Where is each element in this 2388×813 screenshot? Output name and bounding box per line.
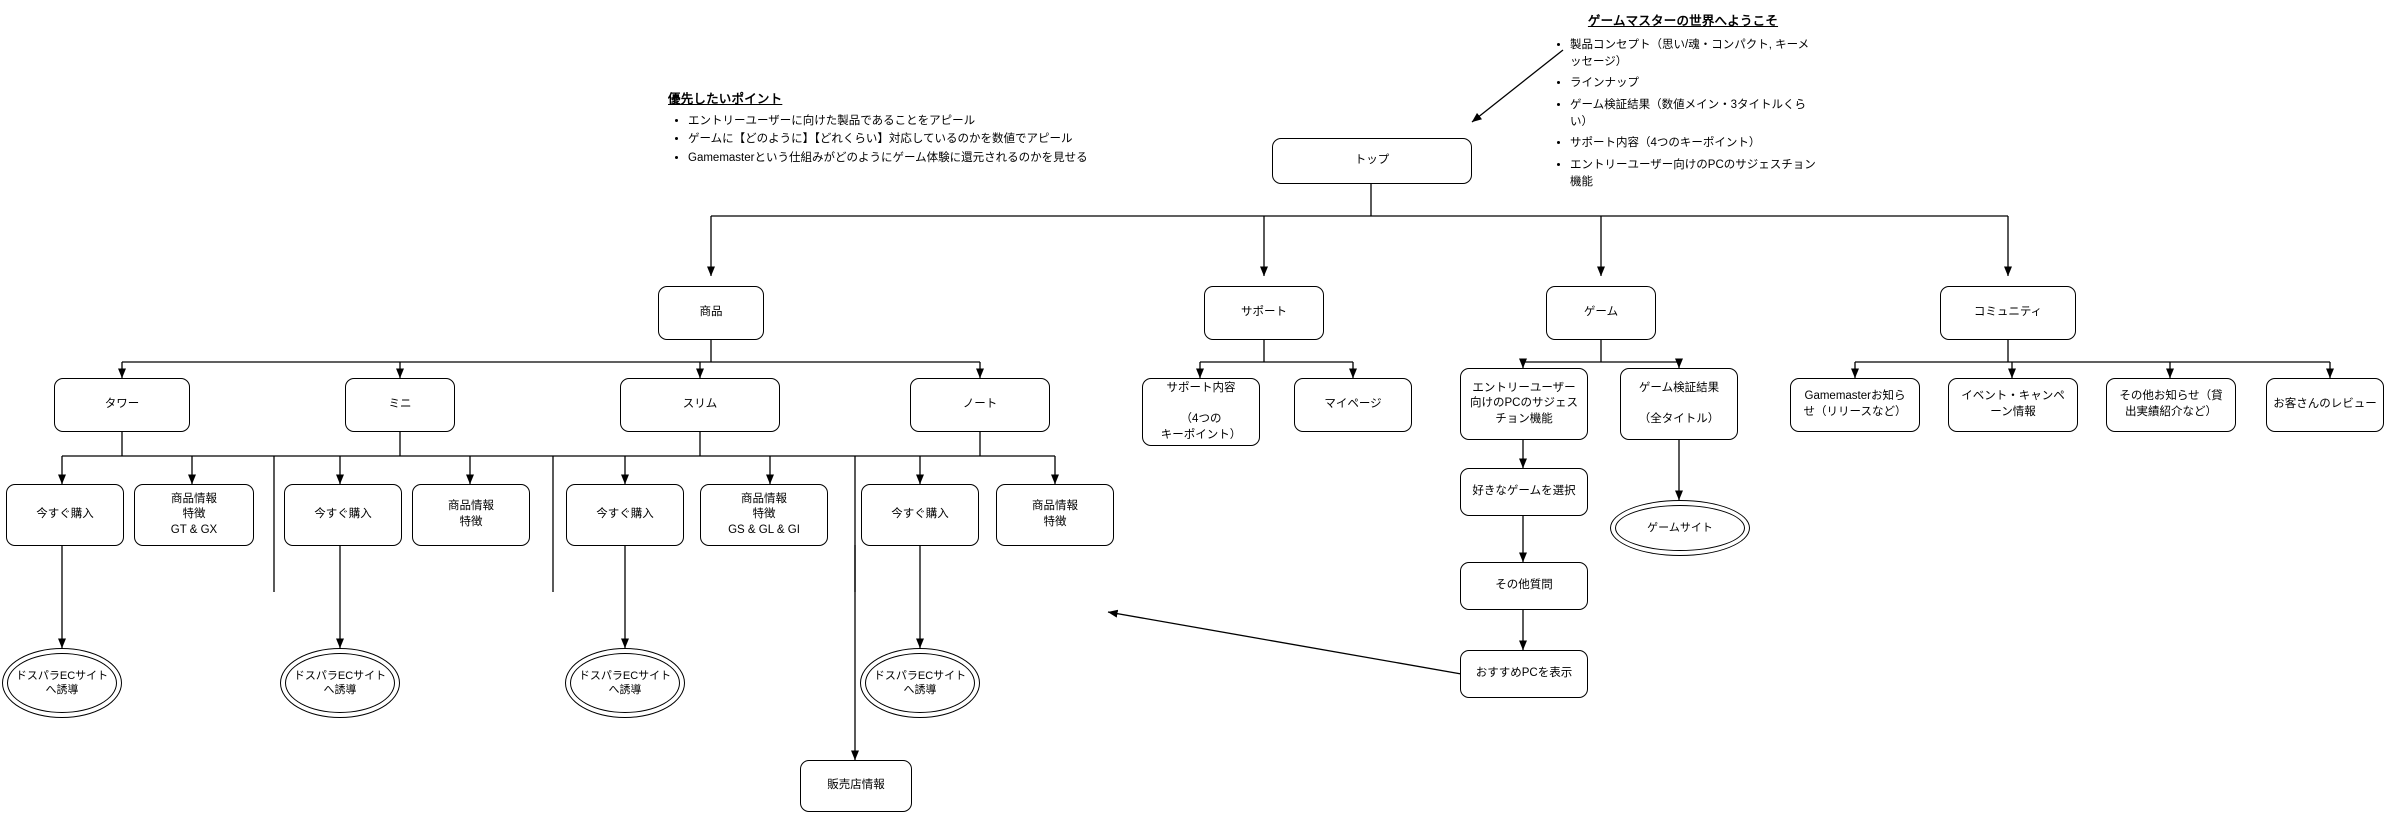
list-item: 製品コンセプト（思い/魂・コンパクト, キーメッセージ） — [1570, 37, 1818, 70]
node-label: 今すぐ購入 — [891, 508, 949, 521]
node-tower[interactable]: タワー — [54, 378, 190, 432]
node-other-questions[interactable]: その他質問 — [1460, 562, 1588, 610]
list-item: ゲームに【どのように】【どれくらい】対応しているのかを数値でアピール — [688, 131, 1138, 148]
node-label: サポート — [1241, 306, 1287, 319]
node-info-tower[interactable]: 商品情報 特徴 GT & GX — [134, 484, 254, 546]
node-shop-info[interactable]: 販売店情報 — [800, 760, 912, 812]
node-mypage[interactable]: マイページ — [1294, 378, 1412, 432]
node-label: 商品 — [699, 306, 723, 319]
node-slim[interactable]: スリム — [620, 378, 780, 432]
node-label: ドスパラECサイト へ誘導 — [578, 669, 672, 696]
node-label: エントリーユーザー 向けのPCのサジェス チョン機能 — [1470, 381, 1578, 425]
node-label: Gamemasterお知ら せ（リリースなど） — [1803, 390, 1907, 418]
node-label: トップ — [1354, 154, 1390, 167]
node-ec-slim[interactable]: ドスパラECサイト へ誘導 — [565, 648, 685, 718]
node-info-slim[interactable]: 商品情報 特徴 GS & GL & GI — [700, 484, 828, 546]
node-buy-note[interactable]: 今すぐ購入 — [861, 484, 979, 546]
list-item: Gamemasterという仕組みがどのようにゲーム体験に還元されるのかを見せる — [688, 150, 1138, 167]
annotation-priority-points: 優先したいポイント エントリーユーザーに向けた製品であることをアピール ゲームに… — [668, 88, 1138, 168]
node-label: イベント・キャンペ ーン情報 — [1961, 390, 2065, 418]
annotation-gamemaster-world: ゲームマスターの世界へようこそ 製品コンセプト（思い/魂・コンパクト, キーメッ… — [1548, 10, 1818, 195]
node-label: コミュニティ — [1973, 306, 2043, 319]
node-label: 今すぐ購入 — [596, 508, 654, 521]
node-select-game[interactable]: 好きなゲームを選択 — [1460, 468, 1588, 516]
node-label: サポート内容 （4つの キーポイント） — [1160, 381, 1242, 441]
node-support[interactable]: サポート — [1204, 286, 1324, 340]
node-reviews[interactable]: お客さんのレビュー — [2266, 378, 2384, 432]
node-buy-mini[interactable]: 今すぐ購入 — [284, 484, 402, 546]
list-item: ゲーム検証結果（数値メイン・3タイトルくらい） — [1570, 97, 1818, 130]
node-mini[interactable]: ミニ — [345, 378, 455, 432]
node-label: ゲームサイト — [1647, 521, 1713, 534]
node-ec-mini[interactable]: ドスパラECサイト へ誘導 — [280, 648, 400, 718]
node-product[interactable]: 商品 — [658, 286, 764, 340]
node-support-content[interactable]: サポート内容 （4つの キーポイント） — [1142, 378, 1260, 446]
node-event-campaign[interactable]: イベント・キャンペ ーン情報 — [1948, 378, 2078, 432]
node-label: ゲーム検証結果 （全タイトル） — [1638, 381, 1720, 425]
node-label: 販売店情報 — [827, 779, 885, 792]
node-label: スリム — [682, 398, 718, 411]
node-buy-slim[interactable]: 今すぐ購入 — [566, 484, 684, 546]
node-label: 商品情報 特徴 GS & GL & GI — [728, 492, 800, 536]
node-info-note[interactable]: 商品情報 特徴 — [996, 484, 1114, 546]
node-label: ドスパラECサイト へ誘導 — [15, 669, 109, 696]
node-suggest[interactable]: エントリーユーザー 向けのPCのサジェス チョン機能 — [1460, 368, 1588, 440]
list-item: エントリーユーザーに向けた製品であることをアピール — [688, 113, 1138, 130]
node-label: その他お知らせ（貸 出実績紹介など） — [2119, 390, 2223, 418]
node-top[interactable]: トップ — [1272, 138, 1472, 184]
list-item: エントリーユーザー向けのPCのサジェスチョン機能 — [1570, 157, 1818, 190]
node-label: お客さんのレビュー — [2273, 398, 2377, 411]
node-game-site[interactable]: ゲームサイト — [1610, 500, 1750, 556]
node-recommend-pc[interactable]: おすすめPCを表示 — [1460, 650, 1588, 698]
annotation-heading: ゲームマスターの世界へようこそ — [1587, 14, 1779, 28]
node-label: 商品情報 特徴 — [1032, 500, 1078, 528]
node-buy-tower[interactable]: 今すぐ購入 — [6, 484, 124, 546]
node-label: ドスパラECサイト へ誘導 — [293, 669, 387, 696]
annotation-bullet-list: エントリーユーザーに向けた製品であることをアピール ゲームに【どのように】【どれ… — [668, 113, 1138, 167]
node-label: ゲーム — [1583, 306, 1619, 319]
node-label: 商品情報 特徴 GT & GX — [170, 492, 218, 536]
node-label: マイページ — [1324, 398, 1382, 411]
list-item: ラインナップ — [1570, 75, 1818, 92]
node-label: ミニ — [388, 398, 412, 411]
node-game[interactable]: ゲーム — [1546, 286, 1656, 340]
node-label: 今すぐ購入 — [314, 508, 372, 521]
annotation-bullet-list: 製品コンセプト（思い/魂・コンパクト, キーメッセージ） ラインナップ ゲーム検… — [1548, 37, 1818, 190]
node-label: おすすめPCを表示 — [1475, 667, 1573, 680]
node-info-mini[interactable]: 商品情報 特徴 — [412, 484, 530, 546]
node-other-news[interactable]: その他お知らせ（貸 出実績紹介など） — [2106, 378, 2236, 432]
node-label: 商品情報 特徴 — [448, 500, 494, 528]
node-community[interactable]: コミュニティ — [1940, 286, 2076, 340]
node-label: タワー — [104, 398, 140, 411]
node-label: 好きなゲームを選択 — [1472, 485, 1576, 498]
node-label: ドスパラECサイト へ誘導 — [873, 669, 967, 696]
list-item: サポート内容（4つのキーポイント） — [1570, 135, 1818, 152]
node-gm-news[interactable]: Gamemasterお知ら せ（リリースなど） — [1790, 378, 1920, 432]
node-label: その他質問 — [1495, 579, 1553, 592]
node-label: 今すぐ購入 — [36, 508, 94, 521]
node-ec-tower[interactable]: ドスパラECサイト へ誘導 — [2, 648, 122, 718]
annotation-heading: 優先したいポイント — [668, 92, 783, 106]
node-note[interactable]: ノート — [910, 378, 1050, 432]
node-label: ノート — [962, 398, 998, 411]
node-ec-note[interactable]: ドスパラECサイト へ誘導 — [860, 648, 980, 718]
node-game-result[interactable]: ゲーム検証結果 （全タイトル） — [1620, 368, 1738, 440]
